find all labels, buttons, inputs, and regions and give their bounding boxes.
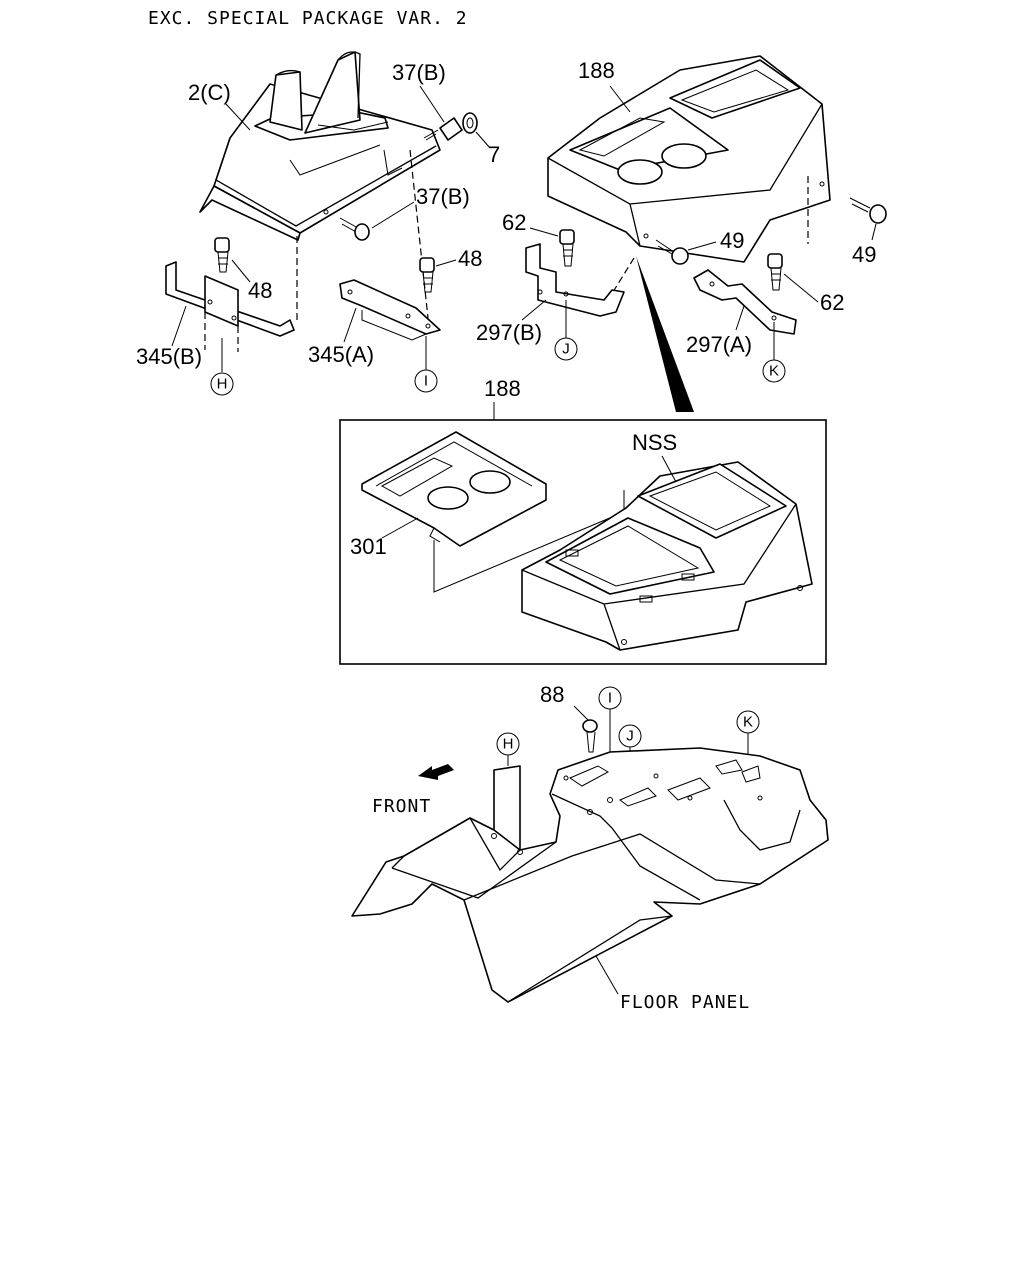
- nut-7-icon: [462, 112, 478, 134]
- callout-2c: 2(C): [188, 80, 231, 105]
- screw-49-center-icon: [655, 239, 689, 265]
- callout-297b: 297(B): [476, 320, 542, 345]
- ref-j-floor: J: [618, 724, 642, 748]
- svg-text:J: J: [626, 728, 634, 745]
- floor-panel-label: FLOOR PANEL: [620, 992, 750, 1013]
- callout-188-top: 188: [578, 58, 615, 83]
- svg-text:K: K: [769, 363, 779, 380]
- callout-62-right: 62: [820, 290, 844, 315]
- ref-i-top: I: [414, 369, 438, 393]
- ref-i-floor: I: [598, 686, 622, 710]
- svg-text:J: J: [562, 341, 570, 358]
- detail-pointer: [636, 256, 694, 412]
- callout-345a: 345(A): [308, 342, 374, 367]
- ref-j-top: J: [554, 337, 578, 361]
- screw-62-left-icon: [559, 229, 575, 267]
- bolt-37b-side-icon: [339, 217, 370, 241]
- callout-88: 88: [540, 682, 564, 707]
- ref-h-top: H: [210, 372, 234, 396]
- svg-text:I: I: [424, 373, 428, 390]
- callout-301: 301: [350, 534, 387, 559]
- front-label: FRONT: [372, 796, 431, 817]
- console-nss: [521, 461, 813, 651]
- callout-48-right: 48: [458, 246, 482, 271]
- ref-h-floor: H: [496, 732, 520, 756]
- ref-k-top: K: [762, 359, 786, 383]
- screw-49-right-icon: [849, 197, 887, 224]
- bracket-297b: [525, 243, 625, 317]
- console-lid-301: [361, 431, 547, 547]
- bracket-345b: [165, 261, 295, 352]
- callout-48-left: 48: [248, 278, 272, 303]
- bolt-37b-top-icon: [423, 117, 463, 141]
- screw-48-right-icon: [419, 257, 435, 293]
- shift-console: [199, 51, 441, 320]
- callout-297a: 297(A): [686, 332, 752, 357]
- front-arrow-icon: [418, 764, 454, 780]
- callout-7: 7: [488, 142, 500, 167]
- callout-37b-top: 37(B): [392, 60, 446, 85]
- bracket-345a: [339, 279, 441, 341]
- svg-text:K: K: [743, 714, 753, 731]
- ref-k-floor: K: [736, 710, 760, 734]
- screw-88-icon: [582, 719, 598, 753]
- center-console-188: [547, 55, 831, 301]
- screw-48-left-icon: [214, 237, 230, 273]
- svg-text:I: I: [608, 690, 612, 707]
- callout-37b-side: 37(B): [416, 184, 470, 209]
- callout-nss: NSS: [632, 430, 677, 455]
- diagram-title: EXC. SPECIAL PACKAGE VAR. 2: [148, 8, 468, 29]
- callout-345b: 345(B): [136, 344, 202, 369]
- bracket-297a: [693, 269, 797, 335]
- callout-49-right: 49: [852, 242, 876, 267]
- svg-text:H: H: [217, 376, 228, 393]
- callout-49-center: 49: [720, 228, 744, 253]
- detail-box: [339, 419, 827, 665]
- callout-62-left: 62: [502, 210, 526, 235]
- svg-text:H: H: [503, 736, 514, 753]
- screw-62-right-icon: [767, 253, 783, 291]
- callout-188-detail: 188: [484, 376, 521, 401]
- floor-panel: [351, 747, 829, 1003]
